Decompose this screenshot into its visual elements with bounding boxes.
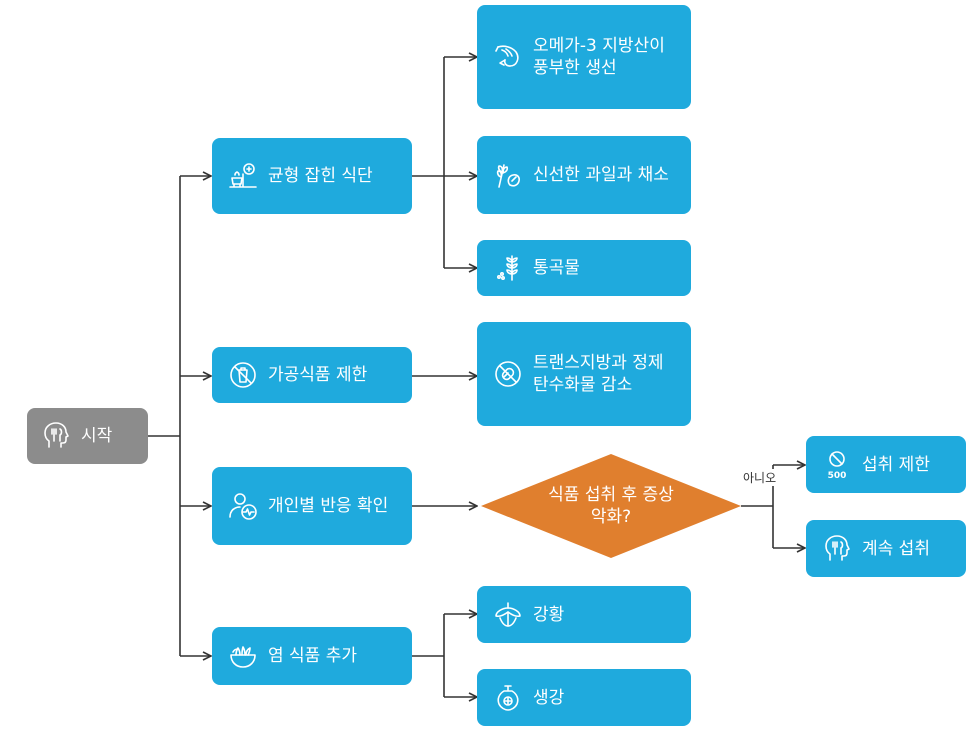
decision-symptom-worsening[interactable]: 식품 섭취 후 증상 악화? — [481, 454, 741, 558]
node-balanced-diet-label: 균형 잡힌 식단 — [268, 166, 373, 186]
node-fruits-veggies-label: 신선한 과일과 채소 — [533, 165, 669, 185]
person-health-icon — [226, 489, 260, 523]
node-limit-intake[interactable]: 500 섭취 제한 — [806, 436, 966, 493]
no-candy-icon — [491, 357, 525, 391]
node-reduce-trans-label: 트랜스지방과 정제 탄수화물 감소 — [533, 353, 664, 395]
node-turmeric[interactable]: 강황 — [477, 586, 691, 643]
turmeric-icon — [491, 598, 525, 632]
balance-food-icon — [226, 159, 260, 193]
node-whole-grains-label: 통곡물 — [533, 258, 580, 278]
node-ginger[interactable]: 생강 — [477, 669, 691, 726]
shrimp-icon — [491, 40, 525, 74]
decision-label: 식품 섭취 후 증상 악화? — [548, 485, 674, 527]
node-continue-intake[interactable]: 계속 섭취 — [806, 520, 966, 577]
head-utensils-icon — [820, 532, 854, 566]
no-500-icon: 500 — [820, 448, 854, 482]
decision-diamond-shape — [481, 454, 741, 558]
node-individual-response[interactable]: 개인별 반응 확인 — [212, 467, 412, 545]
node-whole-grains[interactable]: 통곡물 — [477, 240, 691, 296]
node-fruits-veggies[interactable]: 신선한 과일과 채소 — [477, 136, 691, 214]
node-anti-inflammatory[interactable]: 염 식품 추가 — [212, 627, 412, 685]
node-limit-processed[interactable]: 가공식품 제한 — [212, 347, 412, 403]
node-start[interactable]: 시작 — [27, 408, 148, 464]
svg-text:500: 500 — [828, 471, 847, 481]
node-start-label: 시작 — [81, 426, 113, 446]
node-limit-processed-label: 가공식품 제한 — [268, 365, 368, 385]
node-individual-response-label: 개인별 반응 확인 — [268, 496, 389, 516]
node-ginger-label: 생강 — [533, 687, 565, 708]
head-utensils-icon — [39, 419, 73, 453]
node-balanced-diet[interactable]: 균형 잡힌 식단 — [212, 138, 412, 214]
node-reduce-trans-fats[interactable]: 트랜스지방과 정제 탄수화물 감소 — [477, 322, 691, 426]
node-anti-inflammatory-label: 염 식품 추가 — [268, 646, 358, 666]
ginger-icon — [491, 681, 525, 715]
vegetable-icon — [491, 158, 525, 192]
no-processed-food-icon — [226, 358, 260, 392]
bowl-icon — [226, 639, 260, 673]
node-continue-intake-label: 계속 섭취 — [862, 538, 930, 559]
node-omega3-label: 오메가-3 지방산이 풍부한 생선 — [533, 36, 665, 78]
edge-label-no: 아니오 — [742, 469, 778, 486]
node-limit-intake-label: 섭취 제한 — [862, 454, 930, 475]
node-turmeric-label: 강황 — [533, 604, 565, 625]
node-omega3-fish[interactable]: 오메가-3 지방산이 풍부한 생선 — [477, 5, 691, 109]
wheat-icon — [491, 251, 525, 285]
